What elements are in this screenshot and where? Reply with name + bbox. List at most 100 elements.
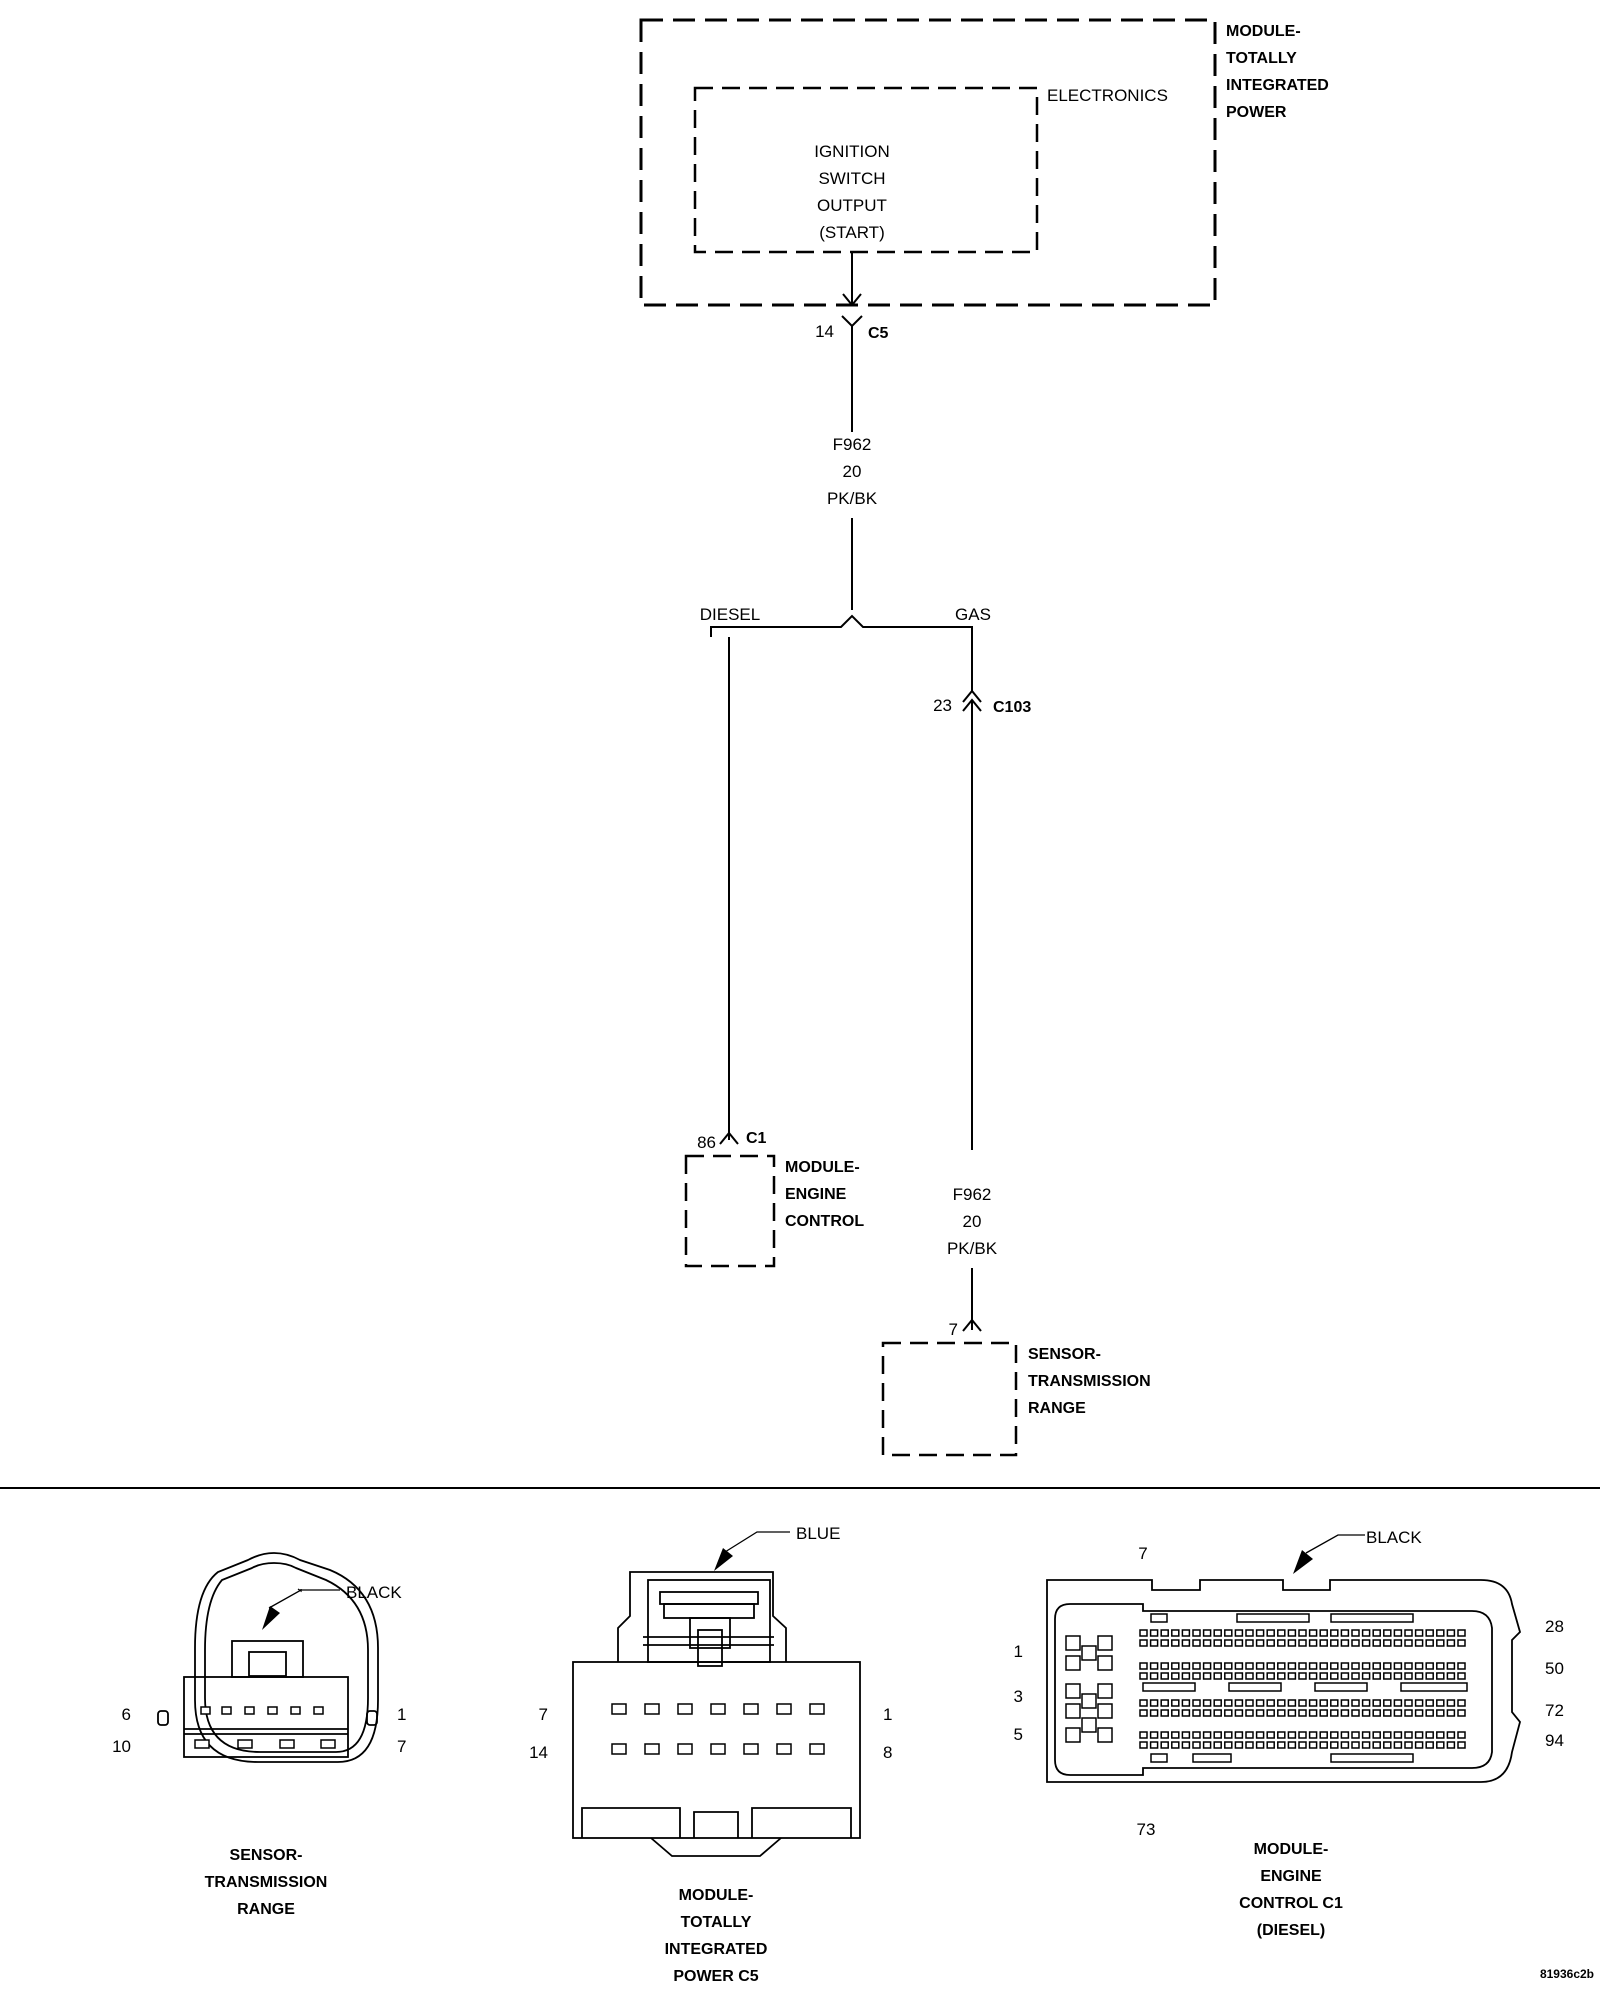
ecm-c1-signal-pin — [1383, 1672, 1392, 1680]
trs-pin — [290, 1706, 301, 1715]
ecm-c1-signal-pin — [1277, 1741, 1286, 1749]
c5-color-label: BLUE — [796, 1524, 840, 1543]
ecm-c1-signal-pin — [1181, 1699, 1191, 1707]
ecm-c1-signal-pin — [1404, 1731, 1413, 1739]
ecm-c1-signal-pin — [1340, 1709, 1350, 1717]
ecm-c1-signal-pin — [1404, 1741, 1413, 1749]
ecm-c1-signal-pin — [1213, 1672, 1222, 1680]
ecm-c1-signal-pin — [1192, 1662, 1201, 1670]
ecm-c1-signal-pin — [1372, 1699, 1381, 1707]
ecm-c1-pin-left-3: 3 — [1014, 1687, 1023, 1706]
ecm-c1-power-pin — [1097, 1703, 1113, 1719]
c5-pin — [644, 1743, 660, 1755]
ecm-c1-signal-pin — [1298, 1709, 1307, 1717]
ecm-c1-signal-pin — [1361, 1741, 1371, 1749]
ecm-c1-signal-pin — [1298, 1741, 1307, 1749]
tipm-label-line1: MODULE- — [1226, 23, 1301, 40]
tipm-c5-connector-view: BLUE 7 1 14 8 MODULE- TOTALLY INTEGRATED… — [529, 1524, 892, 1985]
ecm-c1-signal-pin — [1330, 1699, 1339, 1707]
ecm-label-line2: ENGINE — [785, 1186, 847, 1203]
switch-label-line4: (START) — [819, 223, 884, 242]
ecm-c1-signal-pin — [1330, 1709, 1339, 1717]
ecm-c1-signal-pin — [1457, 1709, 1466, 1717]
ecm-c1-pin-left-1: 1 — [1014, 1642, 1023, 1661]
trs-label-line1: SENSOR- — [1028, 1346, 1101, 1363]
ecm-c1-signal-pin — [1351, 1731, 1360, 1739]
ecm-c1-signal-pin — [1404, 1699, 1413, 1707]
trs-side-tab — [157, 1710, 169, 1726]
ecm-c1-signal-pin — [1446, 1731, 1456, 1739]
ecm-c1-signal-pin — [1319, 1629, 1328, 1637]
ecm-c1-signal-pin — [1414, 1672, 1424, 1680]
ecm-c1-signal-pin — [1351, 1741, 1360, 1749]
c5-pin — [677, 1703, 693, 1715]
c5-pin — [776, 1703, 792, 1715]
pointer-arrow-icon — [714, 1548, 733, 1571]
c5-foot — [751, 1807, 852, 1838]
electronics-outline — [693, 86, 1039, 254]
ecm-c1-signal-pin — [1383, 1629, 1392, 1637]
ecm-c1-signal-pin — [1425, 1699, 1434, 1707]
ecm-c1-signal-pin — [1287, 1662, 1297, 1670]
ecm-c1-signal-pin — [1160, 1629, 1169, 1637]
ecm-c1-signal-pin — [1202, 1672, 1212, 1680]
ecm-c1-signal-pin — [1139, 1662, 1148, 1670]
ecm-c1-signal-pin — [1255, 1731, 1265, 1739]
ecm-c1-signal-pin — [1224, 1741, 1233, 1749]
trs-label-line2: TRANSMISSION — [1028, 1373, 1151, 1390]
ecm-c1-caption-line4: (DIESEL) — [1257, 1922, 1325, 1939]
c5-caption-line1: MODULE- — [679, 1887, 754, 1904]
wire-gas-color: PK/BK — [947, 1239, 998, 1258]
ecm-c1-signal-pin — [1319, 1639, 1328, 1647]
ecm-connector-name: C1 — [746, 1130, 767, 1147]
ecm-c1-signal-pin — [1446, 1699, 1456, 1707]
c5-pin — [809, 1703, 825, 1715]
ecm-c1-signal-pin — [1383, 1731, 1392, 1739]
ecm-c1-color-label: BLACK — [1366, 1528, 1422, 1547]
ecm-c1-signal-pin — [1319, 1699, 1328, 1707]
ecm-c1-signal-pin — [1277, 1709, 1286, 1717]
trs-color-label: BLACK — [346, 1583, 402, 1602]
ecm-c1-signal-pin — [1234, 1629, 1244, 1637]
option-split-bracket — [710, 614, 973, 637]
ecm-c1-signal-pin — [1202, 1699, 1212, 1707]
trs-connector-view: BLACK 6 1 10 7 SENSOR- TRANSMISSION RANG… — [112, 1552, 406, 1918]
trs-pin-bottom-left: 10 — [112, 1737, 131, 1756]
ecm-c1-signal-pin — [1287, 1709, 1297, 1717]
ecm-c1-signal-pin — [1171, 1699, 1180, 1707]
gas-label: GAS — [955, 605, 991, 624]
ecm-c1-signal-pin — [1181, 1731, 1191, 1739]
ecm-c1-signal-pin — [1361, 1629, 1371, 1637]
ecm-c1-signal-pin — [1234, 1741, 1244, 1749]
ecm-c1-signal-pin — [1436, 1731, 1445, 1739]
ecm-c1-signal-pin — [1160, 1741, 1169, 1749]
connector-female-icon — [841, 315, 863, 328]
ecm-c1-signal-pin — [1393, 1731, 1403, 1739]
ecm-c1-signal-pin — [1277, 1731, 1286, 1739]
ecm-c1-power-pin — [1065, 1703, 1081, 1719]
c5-pin — [743, 1743, 759, 1755]
ecm-c1-signal-pin — [1245, 1741, 1254, 1749]
ecm-c1-signal-pin — [1319, 1731, 1328, 1739]
ecm-c1-signal-pin — [1308, 1672, 1318, 1680]
ecm-c1-signal-pin — [1340, 1639, 1350, 1647]
ecm-c1-signal-pin — [1245, 1699, 1254, 1707]
ecm-c1-signal-pin — [1213, 1741, 1222, 1749]
output-arrow-icon — [842, 293, 862, 307]
ecm-c1-signal-pin — [1139, 1699, 1148, 1707]
ecm-c1-signal-pin — [1287, 1672, 1297, 1680]
ecm-c1-power-pin — [1065, 1683, 1081, 1699]
tipm-c5-connector: 14 C5 — [815, 315, 889, 342]
ecm-c1-signal-pin — [1330, 1741, 1339, 1749]
trs-module: SENSOR- TRANSMISSION RANGE — [881, 1341, 1151, 1457]
ecm-c1-signal-pin — [1393, 1672, 1403, 1680]
ecm-c1-signal-pin — [1192, 1672, 1201, 1680]
ecm-c1-signal-pin — [1224, 1709, 1233, 1717]
ecm-c1-signal-pin — [1446, 1709, 1456, 1717]
ecm-c1-signal-pin — [1436, 1672, 1445, 1680]
ecm-c1-signal-pin — [1277, 1699, 1286, 1707]
option-split: DIESEL GAS — [700, 605, 991, 637]
ecm-c1-signal-pin — [1351, 1672, 1360, 1680]
ecm-c1-signal-pin — [1149, 1662, 1159, 1670]
wire-main-color: PK/BK — [827, 489, 878, 508]
